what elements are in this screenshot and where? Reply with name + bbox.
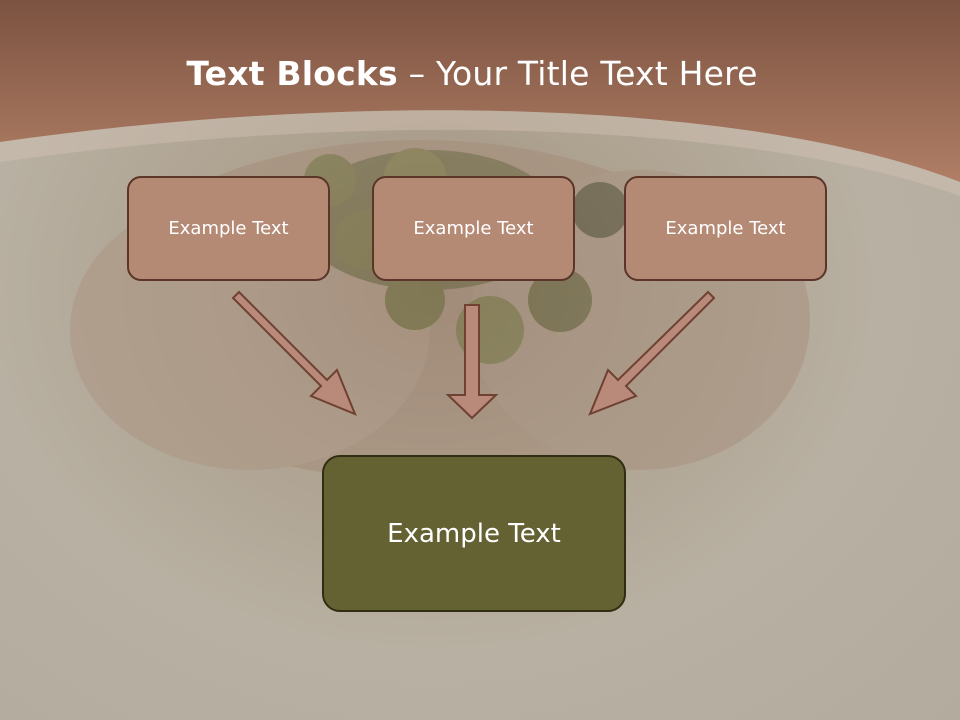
main-box-label: Example Text [387, 518, 561, 549]
title-rest: Your Title Text Here [435, 54, 758, 93]
arrow-left-icon [231, 290, 357, 416]
top-box-left-label: Example Text [168, 218, 289, 239]
top-box-right: Example Text [624, 176, 827, 281]
top-box-right-label: Example Text [665, 218, 786, 239]
header-curve-highlight [0, 110, 960, 196]
title-bold: Text Blocks [186, 54, 398, 93]
top-box-center-label: Example Text [413, 218, 534, 239]
title-separator: – [397, 54, 436, 93]
slide-title: Text Blocks – Your Title Text Here [0, 54, 944, 93]
top-box-center: Example Text [372, 176, 575, 281]
main-box: Example Text [322, 455, 626, 612]
header-band [0, 0, 960, 182]
arrow-center-icon [445, 304, 499, 420]
top-box-left: Example Text [127, 176, 330, 281]
arrow-right-icon [588, 290, 716, 416]
